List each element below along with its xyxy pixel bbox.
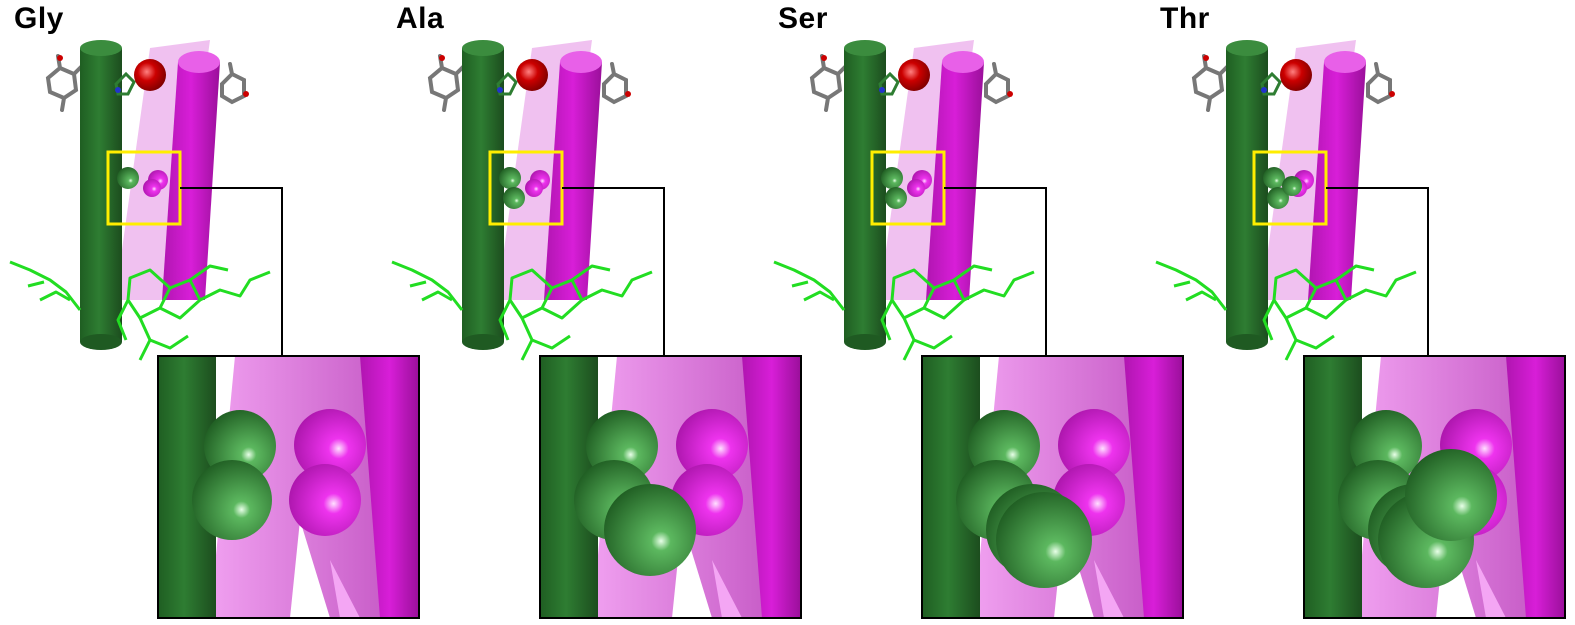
highlighted-residue-spheres [499, 167, 550, 209]
zoom-inset-frame [157, 355, 420, 619]
stick-ligand-left [1191, 54, 1232, 112]
oxygen-sphere [516, 59, 548, 91]
structure-scene [1155, 40, 1566, 619]
stick-heme [391, 260, 653, 361]
oxygen-sphere [1280, 59, 1312, 91]
stick-ligand-left [809, 54, 850, 112]
highlighted-residue-spheres [117, 167, 168, 197]
zoom-inset [1304, 356, 1565, 618]
structure-scene [9, 40, 420, 619]
panel-thr: Thr [1146, 0, 1566, 625]
helix-green [844, 48, 886, 342]
stick-heme [1155, 260, 1417, 361]
helix-green [462, 48, 504, 342]
panel-ala: Ala [382, 0, 802, 625]
panel-gly: Gly [0, 0, 420, 625]
panel-label: Thr [1160, 2, 1210, 35]
stick-ligand-left [427, 54, 468, 112]
stick-ligand-left [45, 54, 86, 112]
structure-scene [391, 40, 802, 619]
zoom-inset-frame [1303, 355, 1566, 619]
helix-green [80, 48, 122, 342]
stick-ligand-right [220, 62, 246, 105]
helix-magenta [1308, 62, 1366, 300]
structure-scene [773, 40, 1184, 619]
helix-magenta [544, 62, 602, 300]
panel-ser: Ser [764, 0, 1184, 625]
stick-heme [773, 260, 1035, 361]
helix-magenta [926, 62, 984, 300]
stick-ligand-right [602, 62, 628, 105]
highlighted-residue-spheres [1263, 167, 1314, 209]
zoom-inset-frame [921, 355, 1184, 619]
panel-label: Gly [14, 2, 64, 35]
panel-label: Ser [778, 2, 828, 35]
zoom-inset-frame [539, 355, 802, 619]
stick-ligand-right [1366, 62, 1392, 105]
panel-label: Ala [396, 2, 445, 35]
oxygen-sphere [898, 59, 930, 91]
zoom-inset [922, 356, 1183, 618]
zoom-inset [540, 356, 801, 618]
stick-ligand-right [984, 62, 1010, 105]
helix-green [1226, 48, 1268, 342]
oxygen-sphere [134, 59, 166, 91]
highlighted-residue-spheres [881, 167, 932, 209]
stick-heme [9, 260, 271, 361]
zoom-inset [158, 356, 419, 618]
helix-magenta [162, 62, 220, 300]
